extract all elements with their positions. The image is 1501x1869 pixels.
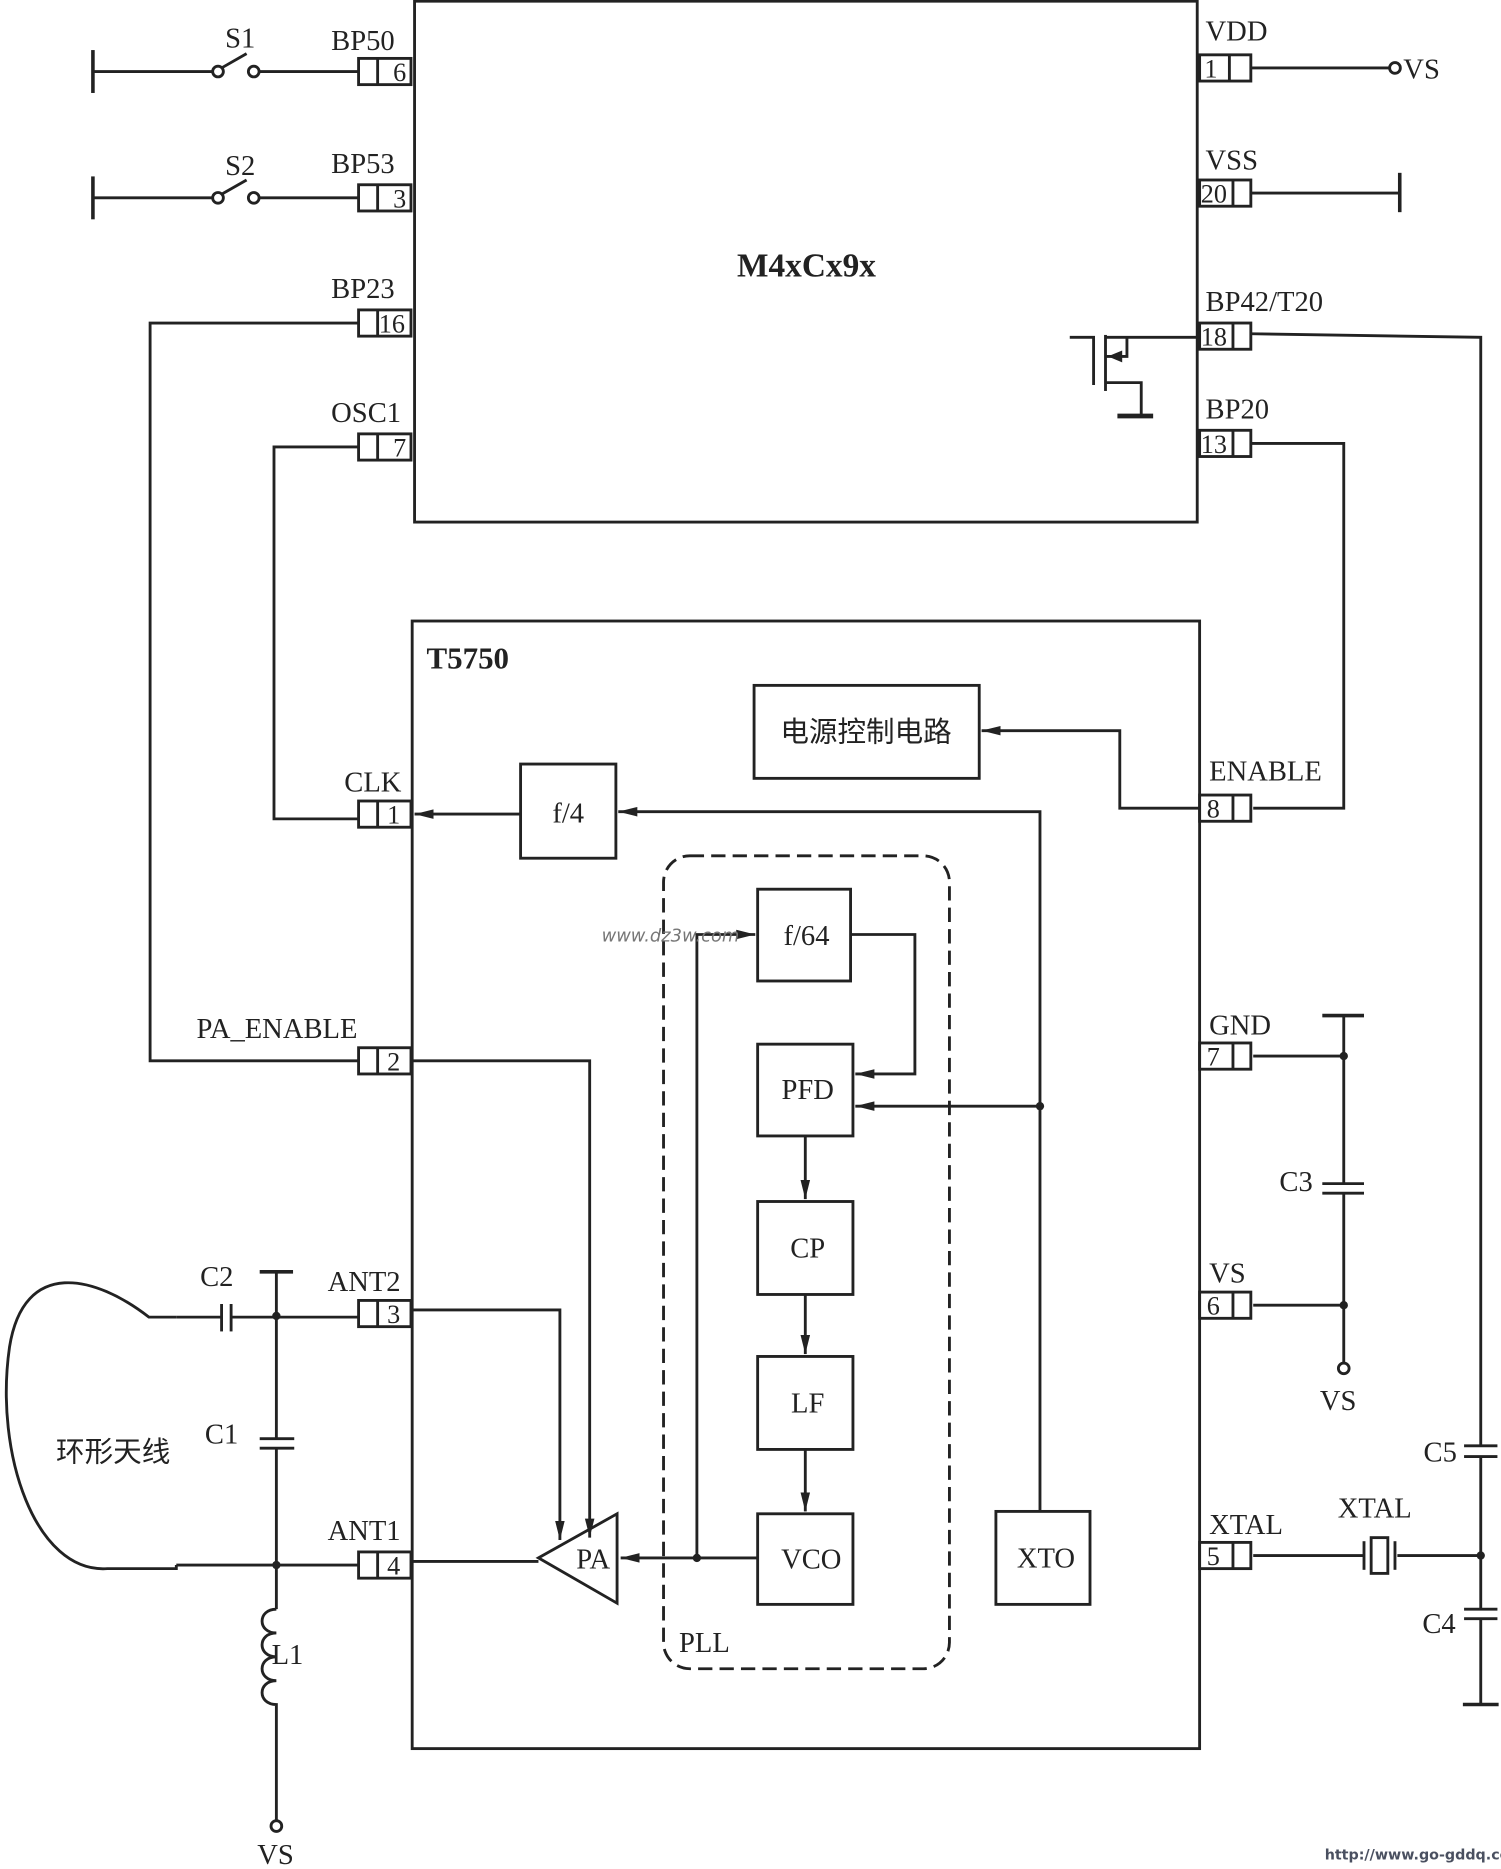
svg-text:5: 5 [1207,1542,1220,1571]
svg-text:C3: C3 [1279,1167,1312,1198]
switch-s1: S1 [91,24,359,93]
pfd-block: PFD [756,1042,855,1138]
svg-text:C1: C1 [205,1419,238,1450]
svg-text:VCO: VCO [781,1545,841,1576]
svg-text:OSC1: OSC1 [331,398,401,429]
svg-text:BP42/T20: BP42/T20 [1206,287,1323,318]
svg-text:L1: L1 [272,1640,304,1671]
mosfet-icon [1069,334,1200,419]
mcu-name: M4xCx9x [737,248,876,285]
pll-group: PLL [662,854,951,1671]
vs-supply-top: VS [1403,55,1440,86]
tx-pin-pa-enable: 2 PA_ENABLE [197,1014,413,1076]
divide-by-64-block: f/64 [756,887,852,983]
svg-text:PA: PA [576,1545,610,1576]
svg-text:20: 20 [1201,180,1227,209]
switch-s2: S2 [91,151,359,220]
svg-text:1: 1 [387,801,400,830]
svg-text:6: 6 [393,58,406,87]
vco-block: VCO [756,1512,855,1606]
capacitor-c3: C3 [1279,1167,1365,1198]
svg-text:1: 1 [1204,54,1217,83]
svg-text:XTO: XTO [1017,1543,1075,1574]
svg-text:C4: C4 [1422,1609,1455,1640]
svg-text:S2: S2 [225,151,255,182]
capacitor-c1: C1 [205,1419,295,1450]
svg-text:7: 7 [393,434,406,463]
watermark-dz3w: www.dz3w.com [602,926,740,947]
power-amplifier: PA [535,1511,619,1606]
power-control-block: 电源控制电路 [752,683,981,780]
tx-pin-clk: 1 CLK [344,767,413,830]
svg-text:VDD: VDD [1206,17,1268,48]
svg-text:BP53: BP53 [331,149,395,180]
svg-text:7: 7 [1207,1043,1220,1072]
svg-text:3: 3 [393,184,406,213]
divide-by-4-block: f/4 [519,762,618,860]
mcu-pin-osc1: 7 OSC1 [331,398,413,463]
charge-pump-block: CP [756,1200,855,1296]
svg-text:LF: LF [791,1388,824,1419]
svg-text:PFD: PFD [781,1075,833,1106]
svg-text:PA_ENABLE: PA_ENABLE [197,1014,358,1045]
svg-text:XTAL: XTAL [1338,1493,1412,1524]
svg-text:C2: C2 [200,1262,233,1293]
capacitor-c2: C2 [200,1262,233,1332]
svg-text:13: 13 [1201,430,1227,459]
loop-antenna: 环形天线 [4,1281,178,1571]
capacitor-c4: C4 [1422,1607,1498,1640]
svg-text:VSS: VSS [1206,145,1258,176]
svg-text:ENABLE: ENABLE [1209,757,1322,788]
svg-text:环形天线: 环形天线 [56,1436,170,1468]
svg-text:ANT1: ANT1 [328,1516,401,1547]
svg-text:CLK: CLK [344,767,402,798]
loop-filter-block: LF [756,1355,855,1451]
capacitor-c5: C5 [1424,1437,1498,1468]
mcu-pin-bp23: 16 BP23 [331,274,413,339]
svg-text:VS: VS [1209,1259,1246,1290]
mcu-pin-bp20: 13 BP20 [1198,394,1270,459]
svg-text:XTAL: XTAL [1209,1510,1283,1541]
svg-text:PLL: PLL [679,1628,730,1659]
xto-block: XTO [994,1509,1092,1606]
svg-text:CP: CP [790,1234,825,1265]
vs-supply-c3: VS [1320,1386,1357,1417]
svg-text:BP20: BP20 [1206,394,1270,425]
svg-text:6: 6 [1207,1292,1220,1321]
svg-text:C5: C5 [1424,1437,1457,1468]
tx-name: T5750 [426,641,509,676]
svg-text:BP23: BP23 [331,274,395,305]
mcu-pin-vss: 20 VSS [1198,145,1258,209]
svg-text:f/64: f/64 [783,921,829,952]
svg-text:S1: S1 [225,24,255,55]
tx-pin-ant1: 4 ANT1 [328,1516,413,1581]
svg-text:8: 8 [1207,795,1220,824]
vs-supply-l1: VS [257,1840,294,1869]
svg-text:3: 3 [387,1300,400,1329]
mcu-pin-bp53: 3 BP53 [331,149,413,213]
tx-pin-vs: 6VS [1198,1259,1253,1321]
svg-text:16: 16 [379,310,405,339]
watermark-go-gddq: http://www.go-gddq.com [1325,1847,1501,1863]
svg-text:4: 4 [387,1552,400,1581]
tx-pin-enable: 8 ENABLE [1198,757,1322,824]
svg-text:电源控制电路: 电源控制电路 [780,716,951,748]
svg-text:BP50: BP50 [331,26,395,57]
inductor-l1: L1 [260,1607,304,1821]
mcu-pin-vdd: 1 VDD [1198,17,1268,83]
svg-text:18: 18 [1201,323,1227,352]
mcu-pin-bp42-t20: 18 BP42/T20 [1198,287,1323,352]
svg-text:2: 2 [387,1047,400,1076]
svg-text:ANT2: ANT2 [328,1267,401,1298]
crystal-xtal: XTAL [1253,1493,1481,1575]
svg-text:f/4: f/4 [552,798,584,829]
svg-text:GND: GND [1209,1011,1271,1042]
